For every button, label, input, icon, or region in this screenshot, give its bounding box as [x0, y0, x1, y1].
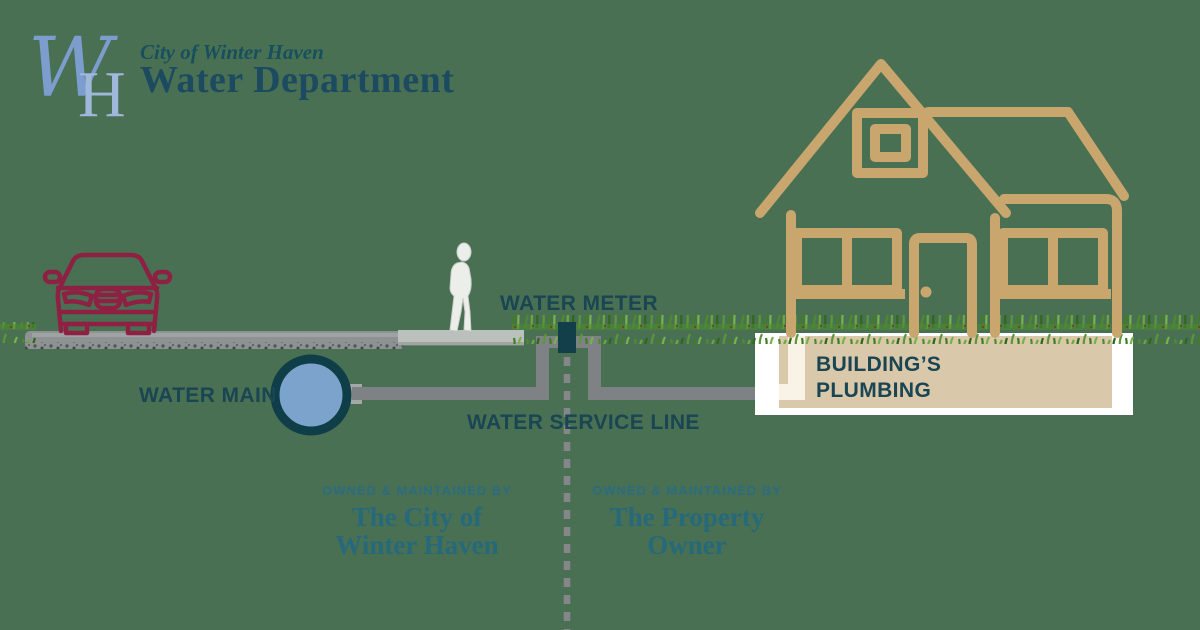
pipe-horizontal-street-side [352, 387, 548, 400]
grass [0, 315, 1200, 344]
attic-window-outer [852, 108, 928, 178]
door-knob [920, 286, 932, 298]
attic-window-inner [870, 124, 911, 162]
ownership-city-block: OWNED & MAINTAINED BY The City of Winter… [307, 483, 527, 559]
pedestrian-icon [449, 242, 472, 332]
house-rear-roof [923, 107, 1129, 201]
ownership-city-name: The City of Winter Haven [307, 503, 527, 559]
pedestrian-head [456, 242, 472, 262]
ownership-owner-eyebrow: OWNED & MAINTAINED BY [592, 483, 782, 498]
logo: W H City of Winter Haven Water Departmen… [28, 21, 454, 131]
car-wheel-right [125, 321, 152, 336]
right-window-sill [995, 289, 1111, 299]
water-main-cross-section-icon [270, 354, 352, 436]
road [25, 331, 405, 351]
water-meter-icon [558, 322, 576, 353]
logo-department-line: Water Department [140, 59, 455, 101]
pipe-riser-right [588, 336, 601, 400]
ownership-owner-name: The Property Owner [577, 503, 797, 559]
pipe-horizontal-house-side [588, 387, 774, 400]
interior-pipe-riser [788, 336, 805, 400]
ownership-city-line1: The City of [351, 502, 483, 532]
grass-tuft-left [0, 322, 36, 343]
water-meter-label: WATER METER [500, 292, 659, 315]
sidewalk-shadow [398, 342, 524, 346]
car-wheel-left [63, 321, 90, 336]
water-main-label: WATER MAIN [139, 384, 277, 407]
left-window-sill [789, 289, 905, 299]
pedestrian-body [449, 261, 472, 332]
ownership-owner-block: OWNED & MAINTAINED BY The Property Owner [577, 483, 797, 559]
ownership-city-line2: Winter Haven [335, 530, 499, 560]
sidewalk [398, 330, 524, 346]
car-mirror-right [152, 269, 173, 285]
house-front-gable [755, 59, 1011, 218]
water-service-line-label: WATER SERVICE LINE [467, 411, 700, 434]
buildings-plumbing-line1: BUILDING’S [816, 353, 942, 376]
ownership-owner-line1: The Property [609, 502, 765, 532]
foundation-inner [779, 336, 1112, 408]
logo-monogram-h: H [78, 58, 126, 131]
buildings-plumbing-label: BUILDING’S PLUMBING [816, 352, 941, 404]
sidewalk-surface [398, 330, 524, 345]
car-headlight-right [120, 290, 154, 308]
road-stipple [25, 342, 405, 351]
building-foundation [755, 333, 1133, 415]
buildings-plumbing-line2: PLUMBING [816, 379, 932, 402]
car-grille [93, 286, 123, 311]
car-mirror-left [42, 269, 63, 285]
ownership-city-eyebrow: OWNED & MAINTAINED BY [322, 483, 512, 498]
car-icon [42, 252, 173, 336]
car-headlight-left [61, 290, 95, 308]
ownership-owner-line2: Owner [647, 530, 727, 560]
road-highlight [32, 333, 398, 337]
grass-strip [512, 315, 1200, 344]
logo-monogram-w: W [28, 21, 113, 116]
front-door [909, 233, 977, 338]
house-icon [755, 59, 1129, 338]
pipe-riser-left [536, 336, 549, 400]
logo-city-line: City of Winter Haven [140, 40, 324, 64]
house-wing-eave-right-wall [999, 194, 1122, 338]
